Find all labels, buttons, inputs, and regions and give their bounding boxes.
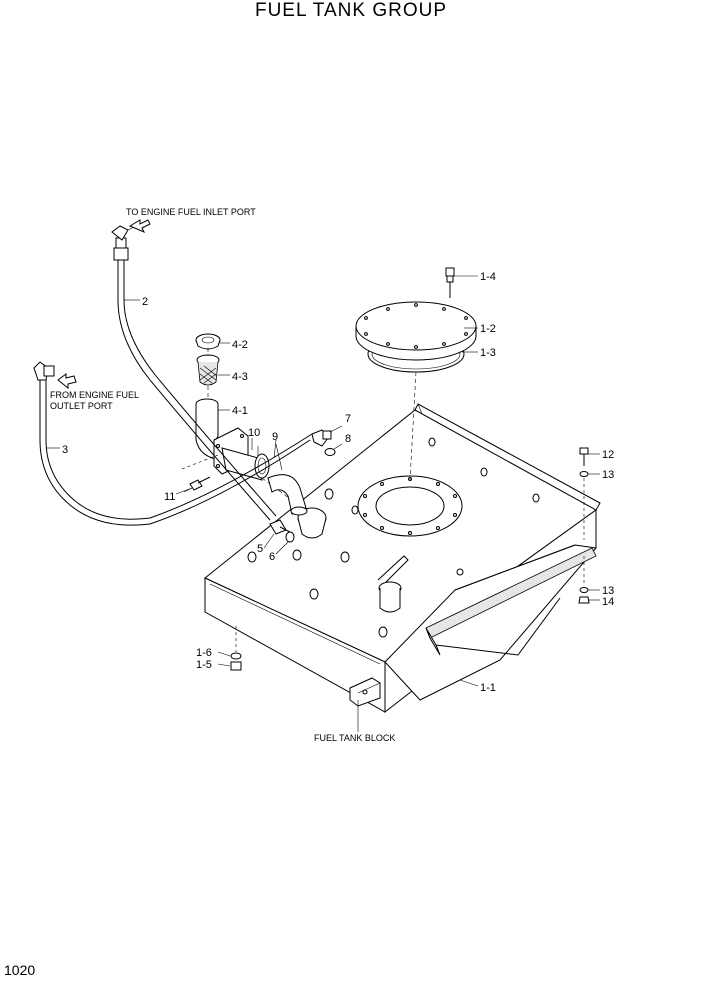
callout-12: 12 xyxy=(602,449,614,461)
callout-9: 9 xyxy=(272,431,278,443)
level-gauge xyxy=(377,555,409,613)
mount-bolts xyxy=(578,447,600,604)
page-number: 1020 xyxy=(4,962,36,978)
callout-8: 8 xyxy=(345,433,351,445)
callout-14: 14 xyxy=(602,596,614,608)
callout-leaders xyxy=(175,438,479,687)
filler-neck-assembly xyxy=(181,333,306,511)
note-from-outlet-line2: OUTLET PORT xyxy=(50,401,113,411)
note-to-inlet: TO ENGINE FUEL INLET PORT xyxy=(126,207,256,217)
callout-1-4: 1-4 xyxy=(480,271,496,283)
callout-6: 6 xyxy=(269,551,275,563)
drain-plug xyxy=(217,626,242,671)
callout-13-upper: 13 xyxy=(602,469,614,481)
callout-1-5: 1-5 xyxy=(196,659,212,671)
callout-13-lower: 13 xyxy=(602,585,614,597)
cover-bolt-holes xyxy=(364,303,468,349)
outlet-hose xyxy=(33,361,313,526)
elbow-hose xyxy=(267,443,308,516)
callout-1-6: 1-6 xyxy=(196,647,212,659)
callout-1-3: 1-3 xyxy=(480,347,496,359)
opening-bolt-holes xyxy=(363,477,457,535)
page-title: FUEL TANK GROUP xyxy=(254,0,447,21)
filler-boss xyxy=(297,507,327,539)
callout-10: 10 xyxy=(248,427,260,439)
note-fuel-tank-block: FUEL TANK BLOCK xyxy=(314,733,395,743)
callout-4-3: 4-3 xyxy=(232,371,248,383)
callout-2: 2 xyxy=(142,296,148,308)
callout-4-1: 4-1 xyxy=(232,405,248,417)
callout-1-1: 1-1 xyxy=(480,682,496,694)
note-from-outlet-line1: FROM ENGINE FUEL xyxy=(50,390,139,400)
return-fittings xyxy=(269,425,343,543)
callout-11: 11 xyxy=(164,491,175,503)
cover-plate-assembly xyxy=(355,267,478,481)
callout-5: 5 xyxy=(257,543,263,555)
callout-4-2: 4-2 xyxy=(232,339,248,351)
callout-1-2: 1-2 xyxy=(480,323,496,335)
inlet-hose xyxy=(111,219,277,521)
callout-3: 3 xyxy=(62,444,68,456)
callout-7: 7 xyxy=(345,413,351,425)
tank-bosses xyxy=(247,437,540,638)
fuel-tank-body xyxy=(204,403,601,732)
